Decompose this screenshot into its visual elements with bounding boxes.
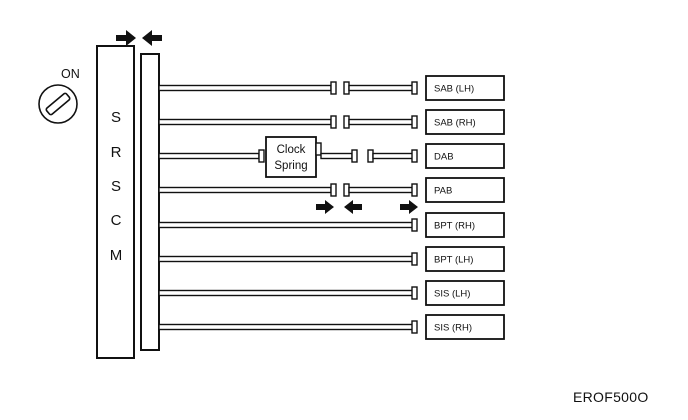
component-label: BPT (LH)	[434, 255, 473, 266]
inline-connector-female	[343, 115, 350, 129]
component-connector	[411, 115, 418, 129]
arrow-right-icon	[400, 200, 418, 214]
srscm-letter-4: C	[111, 212, 122, 229]
srscm-module	[96, 45, 135, 359]
clock-spring-label-1: Clock	[277, 144, 306, 156]
component-box	[425, 246, 505, 272]
circuit-rows: SAB (LH) SAB (RH) DAB PAB BPT (RH) BPT (LH) SI…	[158, 75, 505, 340]
component-label: SAB (LH)	[434, 84, 474, 95]
srscm-letter-1: S	[111, 109, 121, 126]
inline-connector-female	[343, 81, 350, 95]
component-connector	[411, 286, 418, 300]
component-box	[425, 280, 505, 306]
component-label: PAB	[434, 186, 452, 197]
component-box	[425, 314, 505, 340]
wire-segment	[158, 289, 417, 297]
component-label: SAB (RH)	[434, 118, 476, 129]
wire-segment	[158, 255, 417, 263]
srscm-letters: S R S C M	[110, 109, 123, 264]
dab-wire-to-clock-spring	[158, 152, 260, 160]
component-box	[425, 143, 505, 169]
component-connector	[411, 320, 418, 334]
component-connector	[411, 252, 418, 266]
wire-segment	[348, 118, 417, 126]
wire-segment	[348, 84, 417, 92]
component-box	[425, 177, 505, 203]
arrow-left-icon	[344, 200, 362, 214]
inline-connector-male	[330, 183, 337, 197]
dab-wire-from-clock-spring	[320, 152, 353, 160]
wire-segment	[158, 186, 332, 194]
ignition-key-icon	[38, 84, 78, 124]
wire-segment	[158, 221, 417, 229]
wire-segment	[158, 84, 332, 92]
inline-connector-male	[330, 81, 337, 95]
component-label: DAB	[434, 152, 454, 163]
arrow-left-icon	[142, 30, 162, 46]
dab-connector-1	[351, 149, 358, 163]
key-on-label: ON	[61, 67, 80, 81]
clock-spring: Clock Spring	[265, 136, 317, 178]
module-connect-arrows	[116, 30, 162, 46]
wire-segment	[158, 323, 417, 331]
component-box	[425, 75, 505, 101]
arrow-right-icon	[316, 200, 334, 214]
component-connector	[411, 183, 418, 197]
dab-connector-2	[367, 149, 374, 163]
srscm-letter-2: R	[111, 144, 122, 161]
component-connector	[411, 81, 418, 95]
clock-spring-connector-right	[315, 142, 322, 156]
component-label: SIS (LH)	[434, 289, 470, 300]
figure-code: EROF500O	[573, 389, 649, 405]
component-connector	[411, 149, 418, 163]
arrow-right-icon	[116, 30, 136, 46]
component-box	[425, 212, 505, 238]
srscm-letter-5: M	[110, 247, 123, 264]
clock-spring-connector-left	[258, 149, 265, 163]
wire-segment	[348, 186, 417, 194]
component-connector	[411, 218, 418, 232]
dab-wire-to-module	[372, 152, 417, 160]
component-label: SIS (RH)	[434, 323, 472, 334]
clock-spring-label-2: Spring	[274, 160, 307, 172]
inline-connector-female	[343, 183, 350, 197]
wire-segment	[158, 118, 332, 126]
harness-connector-bar	[140, 53, 160, 351]
srscm-letter-3: S	[111, 178, 121, 195]
component-box	[425, 109, 505, 135]
inline-connector-male	[330, 115, 337, 129]
component-label: BPT (RH)	[434, 221, 475, 232]
